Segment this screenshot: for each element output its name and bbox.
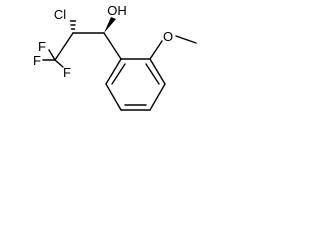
hydroxyl-label: OH [107,3,127,18]
bond-c3-f-top [48,49,56,61]
bond-c1-ring [103,32,122,60]
fluorine-bottom-label: F [63,65,71,80]
methoxy-oxygen-label: O [163,29,173,44]
bond-c3-f-bottom [54,59,64,68]
wedge-c1-oh [104,17,116,33]
chlorine-label: Cl [54,7,66,22]
bond-ring-o [149,40,163,60]
fluorine-top-label: F [38,39,46,54]
benzene-ring [105,58,166,111]
structure-diagram: Cl OH F F F O [33,3,197,111]
fluorine-left-label: F [33,53,41,68]
bond-c3-c2 [54,32,74,61]
bond-o-methyl [175,35,197,44]
hashed-wedge-c2-cl [69,20,77,30]
